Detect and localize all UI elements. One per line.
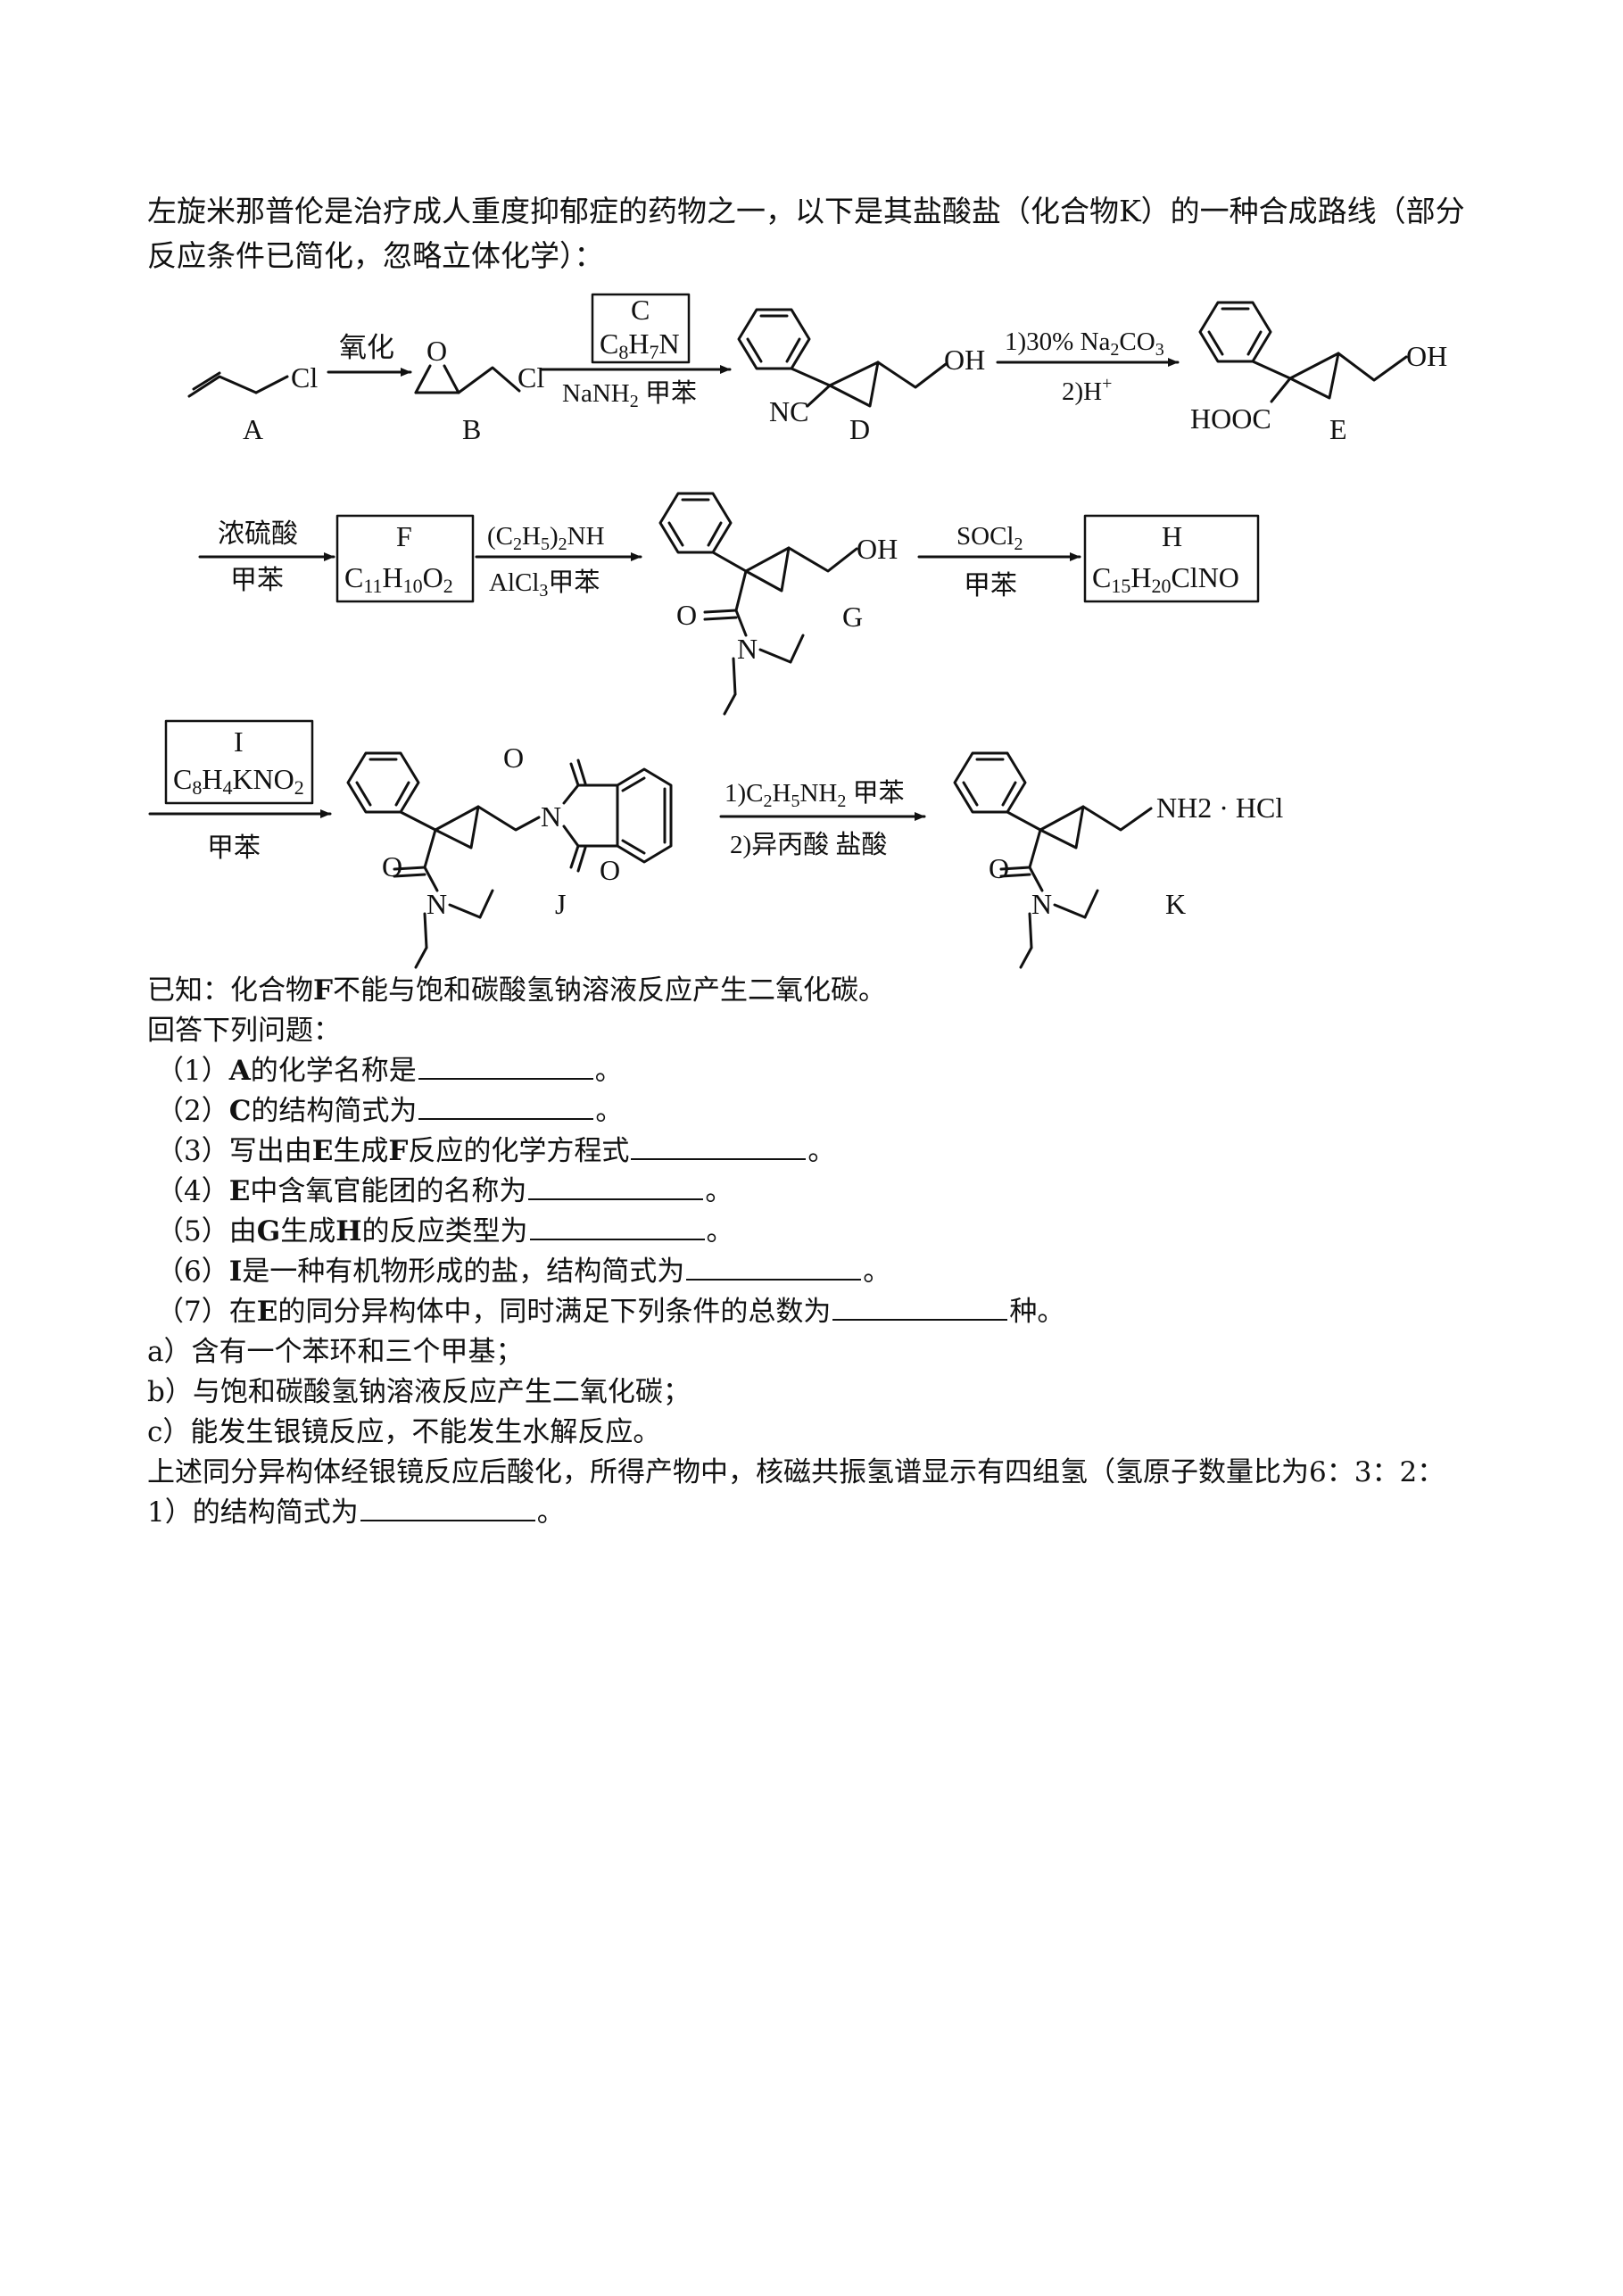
atom-cl-b: Cl bbox=[518, 361, 544, 394]
final-question-line-1: 上述同分异构体经银镜反应后酸化，所得产物中，核磁共振氢谱显示有四组氢（氢原子数量… bbox=[147, 1456, 1445, 1488]
answer-blank-6[interactable] bbox=[686, 1252, 862, 1281]
compound-j bbox=[346, 751, 673, 969]
cond-e-f-top: 浓硫酸 bbox=[218, 519, 298, 549]
cond-d-e-top: 1)30% Na2CO3 bbox=[1005, 327, 1164, 360]
answer-blank-4[interactable] bbox=[528, 1172, 704, 1200]
compound-g bbox=[658, 492, 858, 716]
question-7: （7）在E的同分异构体中，同时满足下列条件的总数为种。 bbox=[147, 1292, 1486, 1332]
atom-o-b: O bbox=[426, 335, 447, 367]
question-3: （3）写出由E生成F反应的化学方程式。 bbox=[147, 1131, 1486, 1172]
question-2: （2）C的结构简式为。 bbox=[147, 1091, 1486, 1131]
label-k: K bbox=[1165, 888, 1186, 920]
condition-a: a）含有一个苯环和三个甲基； bbox=[147, 1336, 524, 1368]
atom-n-j2: N bbox=[426, 888, 447, 920]
cond-d-e-bottom: 2)H+ bbox=[1062, 374, 1112, 406]
cond-b-d: NaNH2 甲苯 bbox=[562, 378, 697, 411]
cond-j-k-bottom: 2)异丙酸 盐酸 bbox=[730, 830, 887, 859]
answer-blank-8[interactable] bbox=[360, 1493, 535, 1521]
answer-blank-2[interactable] bbox=[418, 1091, 594, 1120]
intro-text: 左旋米那普伦是治疗成人重度抑郁症的药物之一，以下是其盐酸盐（化合物K）的一种合成… bbox=[147, 194, 1465, 273]
box-c-letter: C bbox=[631, 294, 650, 326]
atom-oh-e: OH bbox=[1406, 340, 1447, 372]
question-5: （5）由G生成H的反应类型为。 bbox=[147, 1212, 1486, 1252]
compound-b bbox=[414, 364, 521, 394]
box-i-letter: I bbox=[234, 725, 244, 758]
atom-oh-g: OH bbox=[857, 533, 898, 565]
atom-nc-d: NC bbox=[769, 395, 808, 427]
atom-hooc-e: HOOC bbox=[1190, 402, 1271, 435]
answer-blank-3[interactable] bbox=[631, 1131, 807, 1160]
atom-o-j3: O bbox=[382, 850, 402, 883]
answer-blank-7[interactable] bbox=[832, 1292, 1008, 1321]
atom-cl-a: Cl bbox=[291, 361, 318, 394]
compound-f-box bbox=[335, 514, 475, 603]
atom-o-g: O bbox=[676, 599, 697, 631]
prompt-line: 回答下列问题： bbox=[147, 1015, 341, 1047]
atom-o-j2: O bbox=[600, 854, 620, 886]
cond-f-g-bottom: AlCl3甲苯 bbox=[489, 568, 600, 601]
box-h-letter: H bbox=[1162, 520, 1182, 552]
final-question-line-2: 1）的结构简式为。 bbox=[147, 1493, 1486, 1533]
compound-e bbox=[1198, 301, 1408, 403]
answer-blank-5[interactable] bbox=[529, 1212, 705, 1240]
answer-blank-1[interactable] bbox=[418, 1051, 593, 1080]
label-g: G bbox=[842, 601, 863, 633]
atom-n-j: N bbox=[541, 800, 561, 833]
question-4: （4）E中含氧官能团的名称为。 bbox=[147, 1172, 1486, 1212]
question-section: 已知：化合物F不能与饱和碳酸氢钠溶液反应产生二氧化碳。 回答下列问题： （1）A… bbox=[147, 971, 1486, 1533]
cond-f-g-top: (C2H5)2NH bbox=[487, 522, 605, 554]
compound-i-box bbox=[164, 719, 314, 805]
label-j: J bbox=[555, 888, 566, 920]
label-d: D bbox=[849, 413, 870, 445]
cond-a-b: 氧化 bbox=[339, 332, 394, 363]
label-e: E bbox=[1329, 413, 1347, 445]
box-c-formula: C8H7N bbox=[600, 327, 680, 363]
atom-nh2hcl-k: NH2 · HCl bbox=[1156, 792, 1283, 824]
condition-b: b）与饱和碳酸氢钠溶液反应产生二氧化碳； bbox=[147, 1376, 691, 1408]
box-f-formula: C11H10O2 bbox=[344, 561, 453, 597]
synthesis-scheme: Cl O Cl NC OH HOOC OH OH O N N O O O N N… bbox=[148, 293, 1447, 969]
question-1: （1）A的化学名称是。 bbox=[147, 1051, 1486, 1091]
compound-h-box bbox=[1083, 514, 1260, 603]
atom-o-j1: O bbox=[503, 742, 524, 774]
box-i-formula: C8H4KNO2 bbox=[173, 763, 304, 799]
atom-n-k: N bbox=[1031, 888, 1052, 920]
compound-k bbox=[953, 751, 1153, 969]
atom-o-k: O bbox=[989, 852, 1009, 884]
cond-j-k-top: 1)C2H5NH2 甲苯 bbox=[725, 778, 905, 811]
atom-n-g: N bbox=[737, 633, 758, 665]
cond-e-f-bottom: 甲苯 bbox=[230, 566, 284, 595]
label-b: B bbox=[462, 413, 481, 445]
atom-oh-d: OH bbox=[944, 344, 985, 376]
condition-c: c）能发生银镜反应，不能发生水解反应。 bbox=[147, 1416, 661, 1448]
compound-a bbox=[187, 371, 289, 398]
cond-g-h-top: SOCl2 bbox=[956, 522, 1023, 554]
cond-i-j-bottom: 甲苯 bbox=[207, 833, 261, 863]
compound-d bbox=[737, 308, 948, 408]
known-line: 已知：化合物F不能与饱和碳酸氢钠溶液反应产生二氧化碳。 bbox=[147, 974, 887, 1007]
compound-c-box bbox=[591, 293, 691, 364]
cond-g-h-bottom: 甲苯 bbox=[964, 571, 1017, 601]
label-a: A bbox=[243, 413, 263, 445]
question-6: （6）I是一种有机物形成的盐，结构简式为。 bbox=[147, 1252, 1486, 1292]
box-h-formula: C15H20ClNO bbox=[1092, 561, 1239, 597]
box-f-letter: F bbox=[396, 520, 412, 552]
